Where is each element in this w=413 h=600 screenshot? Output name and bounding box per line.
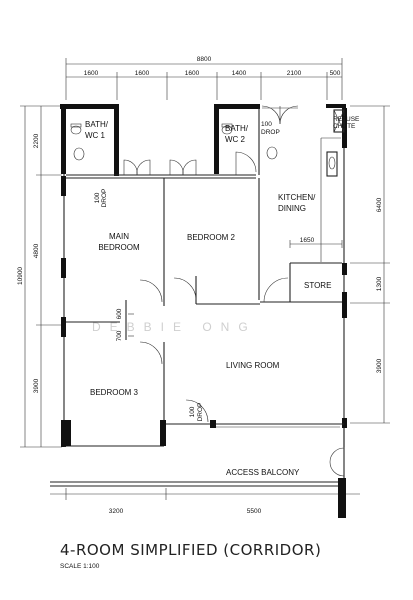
dim-top-seg-6: 500 — [330, 70, 341, 77]
dim-top-seg-2: 1600 — [135, 70, 150, 77]
fixtures — [70, 109, 345, 177]
top-dimension-lines — [65, 58, 343, 100]
bedroom2-label: BEDROOM 2 — [187, 233, 236, 242]
watermark: DEBBIE ONG — [92, 320, 257, 334]
internal-walls — [66, 104, 343, 420]
refuse-label-line1: REFUSE — [333, 116, 360, 123]
bath1-label-line2: WC 1 — [85, 131, 106, 140]
living-drop-line2: DROP — [197, 403, 204, 422]
dim-right-seg-1: 6400 — [376, 197, 383, 212]
dim-left-seg-2: 4800 — [33, 243, 40, 258]
refuse-label-line2: CHUTE — [333, 123, 356, 130]
dim-door-600: 600 — [116, 308, 123, 319]
right-dimension-lines — [350, 105, 390, 424]
dim-right-seg-2: 1300 — [376, 276, 383, 291]
living-drop-line1: 100 — [189, 406, 196, 417]
store-width-dim: 1650 — [300, 237, 315, 244]
corridor-drop-line2: DROP — [101, 189, 108, 208]
bedroom3-label: BEDROOM 3 — [90, 388, 139, 397]
dim-top-seg-5: 2100 — [287, 70, 302, 77]
doors — [123, 105, 345, 477]
store-label: STORE — [304, 281, 331, 290]
main-bedroom-label-line2: BEDROOM — [98, 243, 140, 252]
bath2-label-line2: WC 2 — [225, 135, 246, 144]
access-balcony-label: ACCESS BALCONY — [226, 468, 300, 477]
bottom-dimension-lines — [50, 488, 360, 500]
living-room-label: LIVING ROOM — [226, 361, 280, 370]
outer-walls — [50, 104, 347, 518]
plan-title: 4-ROOM SIMPLIFIED (CORRIDOR) — [60, 541, 321, 559]
left-dimension-lines — [20, 105, 62, 448]
dim-right-seg-3: 3900 — [376, 358, 383, 373]
bath2-drop-line2: DROP — [261, 129, 280, 136]
dim-bottom-seg-1: 3200 — [109, 508, 124, 515]
main-bedroom-label-line1: MAIN — [109, 232, 129, 241]
dim-left-seg-1: 2200 — [33, 133, 40, 148]
dim-top-total: 8800 — [197, 56, 212, 63]
bath2-drop-line1: 100 — [261, 121, 272, 128]
kitchen-label-line2: DINING — [278, 204, 306, 213]
plan-scale: SCALE 1:100 — [60, 563, 100, 570]
bath1-label-line1: BATH/ — [85, 120, 109, 129]
kitchen-label-line1: KITCHEN/ — [278, 193, 316, 202]
dim-top-seg-4: 1400 — [232, 70, 247, 77]
dim-top-seg-1: 1600 — [84, 70, 99, 77]
dim-top-seg-3: 1600 — [185, 70, 200, 77]
bath2-label-line1: BATH/ — [225, 124, 249, 133]
dim-door-700: 700 — [116, 330, 123, 341]
dim-left-total: 10900 — [17, 267, 24, 285]
dim-left-seg-3: 3900 — [33, 378, 40, 393]
dim-bottom-seg-2: 5500 — [247, 508, 262, 515]
corridor-drop-line1: 100 — [94, 192, 101, 203]
